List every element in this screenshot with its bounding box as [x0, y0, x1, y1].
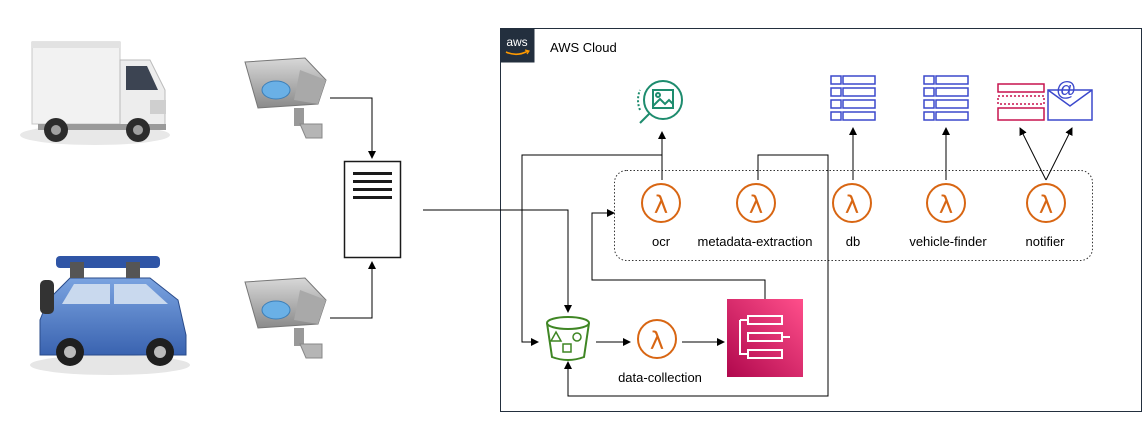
svg-text:λ: λ: [654, 191, 668, 219]
lambda-data-collection: λ data-collection: [618, 319, 702, 385]
table-icon: [830, 75, 876, 121]
connectors: [330, 97, 1073, 397]
lambda-db: λ db: [832, 183, 872, 249]
server-icon: [343, 160, 402, 259]
lambda-vehicle-finder: λ vehicle-finder: [909, 183, 987, 249]
car-with-luggage-icon: [30, 256, 190, 375]
cloud-title: AWS Cloud: [550, 40, 617, 55]
aws-cloud-group: aws AWS Cloud: [500, 28, 1142, 412]
step-functions-icon: [727, 299, 803, 377]
lambda-icon: λ: [637, 319, 677, 359]
lambda-icon: λ: [926, 183, 966, 223]
svg-text:λ: λ: [1039, 191, 1053, 219]
lambda-label: data-collection: [618, 370, 702, 385]
lambda-label: metadata-extraction: [698, 234, 813, 249]
email-icon: @: [997, 79, 1093, 121]
lambda-label: ocr: [652, 234, 671, 249]
delivery-truck-icon: [20, 41, 170, 145]
image-search-icon: [637, 80, 683, 124]
lambda-label: db: [846, 234, 860, 249]
lambda-icon: λ: [736, 183, 776, 223]
security-camera-icon: [244, 57, 327, 139]
lambda-metadata-extraction: λ metadata-extraction: [698, 183, 813, 249]
aws-badge: aws: [506, 35, 527, 49]
lambda-notifier: λ notifier: [1025, 183, 1066, 249]
svg-text:@: @: [1056, 79, 1076, 101]
svg-text:λ: λ: [939, 191, 953, 219]
lambda-icon: λ: [641, 183, 681, 223]
svg-text:λ: λ: [845, 191, 859, 219]
lambda-label: vehicle-finder: [909, 234, 987, 249]
svg-text:λ: λ: [650, 327, 664, 355]
aws-logo-icon: aws: [500, 28, 535, 63]
lambda-icon: λ: [832, 183, 872, 223]
lambda-icon: λ: [1026, 183, 1066, 223]
table-icon: [923, 75, 969, 121]
svg-text:λ: λ: [749, 191, 763, 219]
lambda-group-outline: [614, 170, 1093, 261]
security-camera-icon: [244, 277, 327, 359]
s3-bucket-icon: [546, 316, 590, 361]
lambda-label: notifier: [1025, 234, 1065, 249]
lambda-ocr: λ ocr: [641, 183, 681, 249]
